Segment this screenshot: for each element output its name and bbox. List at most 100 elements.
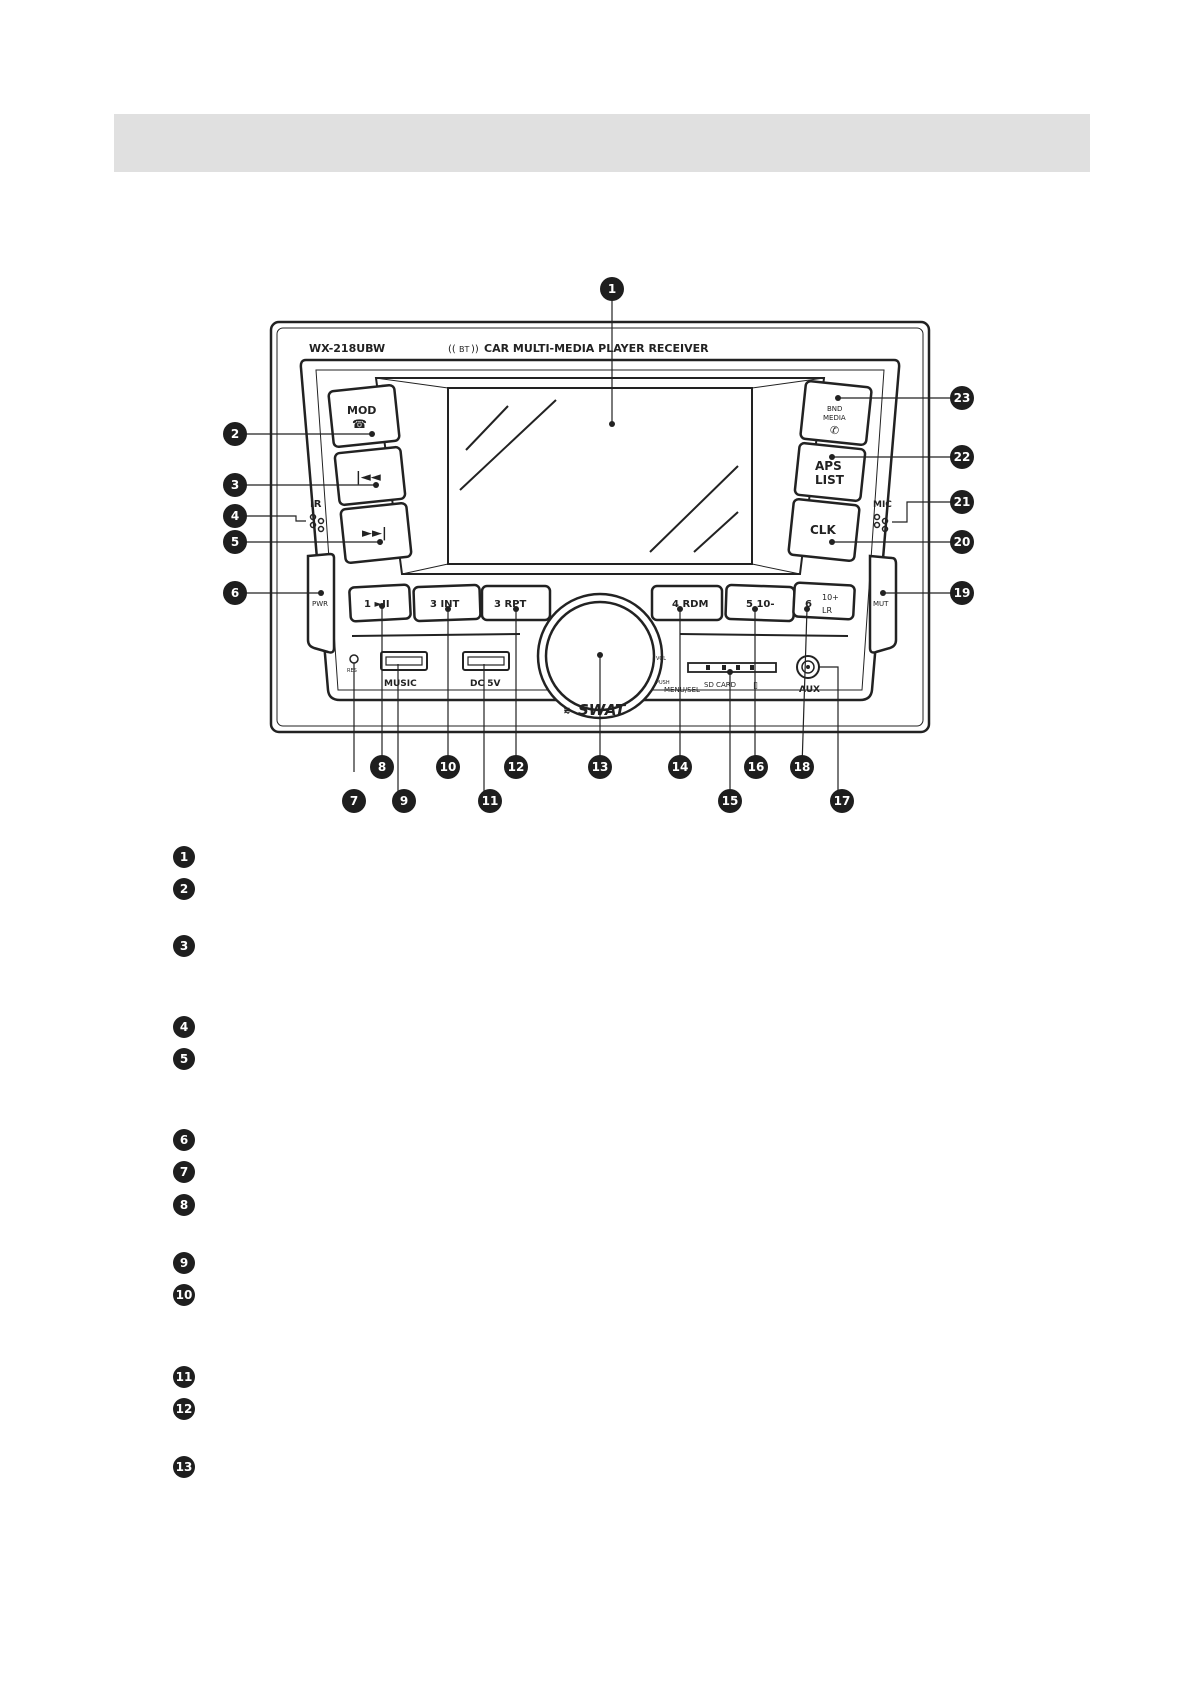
callout-18: 18 (790, 755, 814, 779)
bluetooth-label: BT (459, 345, 469, 354)
screen-bezel (374, 377, 826, 575)
aux-label: AUX (799, 685, 820, 695)
svg-text:PWR: PWR (312, 600, 328, 608)
dc5v-label: DC 5V (470, 679, 500, 689)
callout-22: 22 (950, 445, 974, 469)
ir-label: IR (310, 499, 322, 510)
preset-6-10-plus-lr-button[interactable]: 6 10+ LR (792, 581, 856, 621)
svg-text:LIST: LIST (815, 473, 845, 487)
clk-button[interactable]: CLK (787, 497, 861, 563)
callout-16: 16 (744, 755, 768, 779)
svg-text:1 ►II: 1 ►II (364, 599, 390, 610)
svg-text:15: 15 (722, 794, 739, 808)
callout-12: 12 (504, 755, 528, 779)
callout-2: 2 (223, 422, 247, 446)
callout-15: 15 (718, 789, 742, 813)
phone-hangup-icon: ☎ (352, 417, 367, 431)
svg-text:13: 13 (592, 760, 609, 774)
mic-label: MIC (873, 500, 892, 510)
callout-19: 19 (950, 581, 974, 605)
preset-5-10-minus-button[interactable]: 5 10- (724, 583, 796, 623)
callout-10: 10 (436, 755, 460, 779)
preset-4-rdm-button[interactable]: 4 RDM (650, 584, 724, 622)
callout-9: 9 (392, 789, 416, 813)
callout-17: 17 (830, 789, 854, 813)
bnd-media-button[interactable]: BND MEDIA ✆ (799, 379, 873, 447)
svg-text:11: 11 (482, 794, 499, 808)
face-plate (299, 358, 901, 702)
menu-sel-label: MENU/SEL (664, 686, 700, 694)
svg-text:6: 6 (805, 599, 812, 610)
svg-text:8: 8 (378, 760, 386, 774)
svg-text:MOD: MOD (347, 404, 376, 417)
phone-answer-icon: ✆ (830, 424, 839, 437)
reset-button[interactable] (349, 654, 359, 664)
next-button[interactable]: ►►| (339, 501, 413, 565)
svg-text:16: 16 (748, 760, 765, 774)
svg-text:12: 12 (508, 760, 525, 774)
svg-text:4: 4 (231, 509, 239, 523)
aux-jack[interactable] (796, 655, 820, 679)
svg-text:22: 22 (954, 450, 971, 464)
usb-music-port[interactable] (380, 651, 428, 671)
music-label: MUSIC (384, 679, 417, 689)
svg-text:19: 19 (954, 586, 971, 600)
section-header-bar (114, 114, 1090, 172)
callout-4: 4 (223, 504, 247, 528)
svg-text:5: 5 (231, 535, 239, 549)
preset-2-int-button[interactable]: 3 INT (412, 583, 482, 623)
svg-text:20: 20 (954, 535, 971, 549)
svg-text:21: 21 (954, 495, 971, 509)
svg-text:10+: 10+ (822, 593, 839, 602)
callout-23: 23 (950, 386, 974, 410)
svg-text:7: 7 (350, 794, 358, 808)
svg-text:2: 2 (231, 427, 239, 441)
callout-6: 6 (223, 581, 247, 605)
preset-3-rpt-button[interactable]: 3 RPT (480, 584, 552, 622)
prev-button[interactable]: |◄◄ (333, 445, 407, 507)
callout-3: 3 (223, 473, 247, 497)
microphone-icon (873, 513, 889, 533)
vol-label: VOL (656, 656, 666, 662)
svg-text:3 RPT: 3 RPT (494, 599, 526, 610)
svg-text:4 RDM: 4 RDM (672, 599, 708, 610)
svg-text:5 10-: 5 10- (746, 599, 775, 610)
ir-sensor-icon (309, 513, 325, 533)
svg-text:MUT: MUT (873, 600, 889, 608)
display-screen (447, 387, 753, 565)
callout-20: 20 (950, 530, 974, 554)
svg-text:6: 6 (231, 586, 239, 600)
callout-21: 21 (950, 490, 974, 514)
usb-dc5v-port[interactable] (462, 651, 510, 671)
svg-text:1: 1 (608, 282, 616, 296)
product-name: CAR MULTI-MEDIA PLAYER RECEIVER (484, 342, 709, 355)
callout-1: 1 (600, 277, 624, 301)
aps-list-button[interactable]: APS LIST (793, 441, 867, 503)
svg-text:APS: APS (815, 459, 842, 473)
bluetooth-icon-right: )) (471, 344, 479, 355)
mod-button[interactable]: MOD ☎ (327, 383, 401, 449)
push-label: PUSH (656, 680, 670, 686)
bluetooth-icon: (( (448, 344, 456, 355)
svg-text:CLK: CLK (810, 523, 836, 537)
prev-track-icon: |◄◄ (356, 470, 381, 485)
callout-leaders (235, 290, 962, 800)
callout-13: 13 (588, 755, 612, 779)
brand-logo: SWAT (578, 701, 627, 719)
callout-5: 5 (223, 530, 247, 554)
mut-button[interactable]: MUT (868, 554, 898, 654)
sd-card-label: SD CARD (704, 681, 736, 689)
preset-1-play-pause-button[interactable]: 1 ►II (348, 583, 412, 623)
svg-text:BND: BND (827, 405, 842, 413)
callout-14: 14 (668, 755, 692, 779)
svg-text:LR: LR (822, 606, 832, 615)
res-label: RES (347, 668, 357, 674)
svg-text:23: 23 (954, 391, 971, 405)
svg-text:3 INT: 3 INT (430, 599, 460, 610)
model-label: WX-218UBW (309, 342, 385, 355)
svg-text:MEDIA: MEDIA (823, 414, 846, 422)
swat-logo-icon: ⩳ (564, 706, 570, 717)
callout-7: 7 (342, 789, 366, 813)
pwr-button[interactable]: PWR (306, 552, 336, 654)
